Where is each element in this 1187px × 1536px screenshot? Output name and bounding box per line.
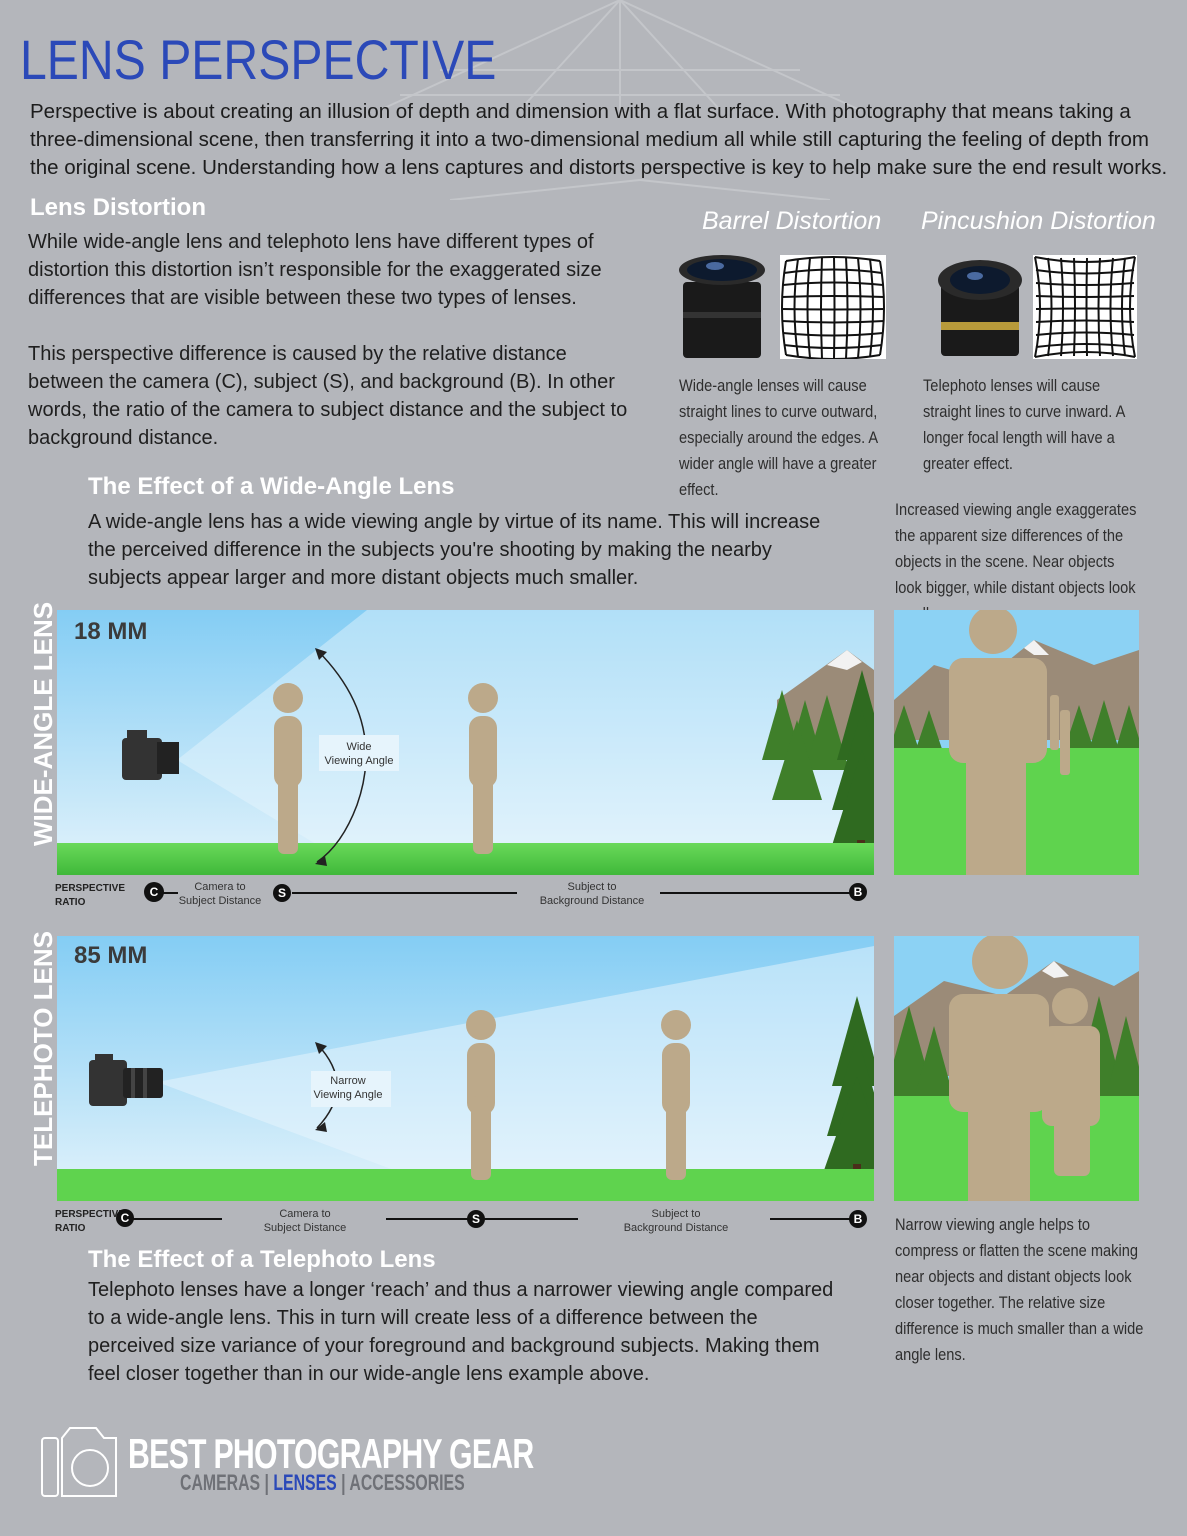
lens-distortion-para-1: While wide-angle lens and telephoto lens…: [28, 231, 602, 309]
page-title: LENS PERSPECTIVE: [20, 28, 497, 91]
tele-ratio-label-2: RATIO: [55, 1223, 86, 1234]
telephoto-near-subject-figure: [466, 1010, 496, 1180]
tele-angle-label-1: Narrow: [330, 1075, 366, 1087]
logo-main-text: BEST PHOTOGRAPHY GEAR: [128, 1430, 534, 1477]
barrel-distortion-title: Barrel Distortion: [702, 207, 882, 235]
telephoto-heading: The Effect of a Telephoto Lens: [88, 1246, 436, 1273]
telephoto-camera-icon: [89, 1054, 163, 1106]
wide-ratio-c-marker: C: [144, 882, 164, 902]
wide-angle-result-photo: [894, 610, 1139, 875]
wide-focal-label: 18 MM: [74, 618, 148, 645]
camera-logo-icon: [41, 1427, 117, 1497]
wide-angle-vertical-label: WIDE-ANGLE LENS: [28, 601, 58, 846]
tele-ratio-b-marker: B: [849, 1210, 867, 1228]
tele-cam-subj-1: Camera to: [279, 1208, 331, 1220]
wide-ratio-label-2: RATIO: [55, 897, 86, 908]
telephoto-vertical-label: TELEPHOTO LENS: [28, 931, 58, 1166]
tele-focal-label: 85 MM: [74, 942, 148, 969]
wide-angle-label-1: Wide: [346, 741, 372, 753]
logo-subtitle: CAMERAS | LENSES | ACCESSORIES: [180, 1470, 465, 1496]
wide-angle-scene: [57, 610, 874, 875]
far-subject-figure: [468, 683, 498, 854]
logo-sub-cameras: CAMERAS: [180, 1470, 261, 1495]
wide-angle-side-caption: Increased viewing angle exaggerates the …: [895, 500, 1137, 623]
logo-sub-lenses: LENSES: [273, 1470, 337, 1495]
barrel-distortion-caption: Wide-angle lenses will cause straight li…: [679, 376, 878, 499]
logo-sub-accessories: ACCESSORIES: [349, 1470, 465, 1495]
barrel-distortion-grid-icon: [780, 255, 886, 359]
telephoto-scene: [57, 936, 874, 1201]
logo-sub-sep-1: |: [264, 1470, 269, 1495]
logo-sub-sep-2: |: [341, 1470, 346, 1495]
tele-ratio-label-1: PERSPECTIVE: [55, 1209, 126, 1220]
telephoto-far-subject-figure: [661, 1010, 691, 1180]
pincushion-distortion-caption: Telephoto lenses will cause straight lin…: [923, 376, 1125, 473]
wide-angle-heading: The Effect of a Wide-Angle Lens: [88, 473, 455, 500]
tele-cam-subj-2: Subject Distance: [263, 1222, 347, 1234]
wide-subj-bg-1: Subject to: [567, 881, 617, 893]
near-subject-figure: [273, 683, 303, 854]
pincushion-distortion-title: Pincushion Distortion: [921, 207, 1156, 235]
tele-ratio-c-marker: C: [116, 1209, 134, 1227]
lens-distortion-para-2: This perspective difference is caused by…: [28, 343, 628, 449]
tele-subj-bg-2: Background Distance: [623, 1222, 729, 1234]
wide-ratio-label-1: PERSPECTIVE: [55, 883, 126, 894]
background-rays: [379, 0, 861, 200]
pincushion-distortion-grid-icon: [1033, 255, 1137, 359]
tele-subj-bg-1: Subject to: [651, 1208, 701, 1220]
wide-angle-body: A wide-angle lens has a wide viewing ang…: [88, 511, 821, 589]
intro-text: Perspective is about creating an illusio…: [30, 100, 1168, 179]
wide-subj-bg-2: Background Distance: [539, 895, 645, 907]
lens-distortion-heading: Lens Distortion: [30, 194, 207, 221]
wide-angle-lens-icon: [679, 255, 765, 358]
telephoto-lens-icon: [938, 260, 1022, 356]
camera-icon: [122, 730, 179, 780]
wide-ratio-b-marker: B: [849, 883, 867, 901]
wide-cam-subj-1: Camera to: [194, 881, 246, 893]
wide-ratio-s-marker: S: [273, 884, 291, 902]
tele-angle-label-2: Viewing Angle: [313, 1089, 383, 1101]
tele-ratio-s-marker: S: [467, 1210, 485, 1228]
telephoto-result-photo: [894, 936, 1139, 1201]
wide-cam-subj-2: Subject Distance: [178, 895, 262, 907]
telephoto-body: Telephoto lenses have a longer ‘reach’ a…: [88, 1279, 834, 1385]
telephoto-side-caption: Narrow viewing angle helps to compress o…: [895, 1215, 1144, 1364]
wide-angle-label-2: Viewing Angle: [324, 755, 394, 767]
